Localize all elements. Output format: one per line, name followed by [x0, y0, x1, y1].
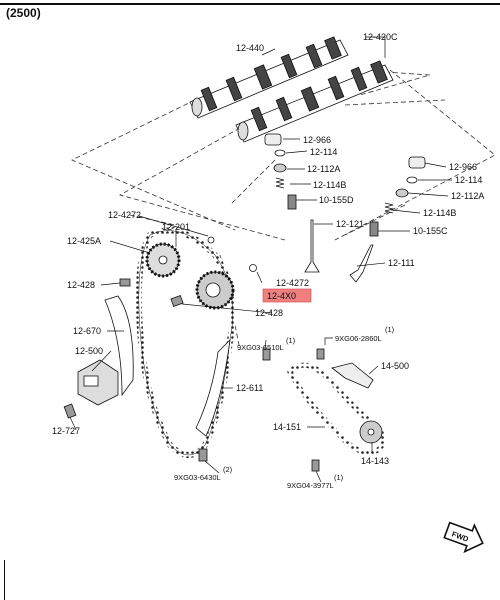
chain-guide-right	[195, 338, 231, 437]
oil-pump-tensioner	[331, 362, 374, 389]
qty-9XG03-6510L: (1)	[286, 336, 296, 345]
valve-spring-icon	[384, 202, 394, 214]
timing-chain-outline	[138, 230, 234, 456]
label-9XG06-2860L: 9XG06-2860L	[335, 334, 382, 343]
label-12-112A-b: 12-112A	[451, 191, 484, 201]
valve-seal-icon	[287, 194, 297, 210]
label-12-111: 12-111	[388, 258, 415, 268]
label-12-611: 12-611	[236, 383, 263, 393]
label-12-966-b: 12-966	[449, 162, 477, 172]
retainer-icon	[273, 163, 287, 173]
label-12-440: 12-440	[236, 43, 264, 53]
label-12-670: 12-670	[73, 326, 101, 336]
chain-guide-left	[104, 295, 134, 397]
label-12-4X0-highlighted: 12-4X0	[267, 291, 296, 301]
bolt-12-428-b	[170, 295, 184, 307]
forward-direction-icon: FWD	[443, 521, 484, 554]
label-10-155D: 10-155D	[319, 195, 354, 205]
label-12-114B-a: 12-114B	[313, 180, 346, 190]
label-12-112A-a: 12-112A	[307, 164, 340, 174]
label-12-121: 12-121	[336, 219, 364, 229]
oil-pump-sprocket	[359, 420, 383, 444]
valve-train-left	[264, 133, 320, 273]
shim-icon	[406, 176, 418, 184]
leader-lines	[69, 36, 452, 483]
label-12-114-a: 12-114	[310, 147, 337, 157]
engine-variant-header: (2500)	[6, 6, 41, 20]
label-12-727: 12-727	[52, 426, 80, 436]
bolt-12-428-a	[119, 278, 131, 287]
exhaust-valve-icon	[349, 244, 374, 283]
camshaft-sprocket	[145, 242, 181, 278]
bolt-12-727	[63, 403, 77, 419]
bolt-9XG03-6510L	[262, 348, 271, 361]
label-12-4272-b: 12-4272	[276, 278, 309, 288]
label-12-114B-b: 12-114B	[423, 208, 456, 218]
label-14-143: 14-143	[361, 456, 389, 466]
label-9XG03-6510L: 9XG03-6510L	[237, 343, 284, 352]
left-edge-mark	[4, 560, 5, 600]
label-12-500: 12-500	[75, 346, 103, 356]
label-12-201: 12-201	[162, 222, 190, 232]
bolt-9XG03-6430L	[198, 448, 208, 462]
retainer-icon	[395, 188, 409, 198]
highlighted-part-box	[262, 288, 312, 303]
intake-valve-icon	[304, 219, 320, 273]
tappet-icon	[264, 133, 282, 146]
oil-pump-chain	[286, 362, 386, 455]
label-14-500: 14-500	[381, 361, 409, 371]
label-9XG03-6430L: 9XG03-6430L	[174, 473, 221, 482]
label-12-114-b: 12-114	[455, 175, 482, 185]
exhaust-camshaft	[235, 60, 394, 143]
qty-9XG04-3977L: (1)	[334, 473, 344, 482]
label-12-4272-a: 12-4272	[108, 210, 141, 220]
label-12-428-a: 12-428	[67, 280, 95, 290]
label-14-151: 14-151	[273, 422, 301, 432]
label-12-420C: 12-420C	[363, 32, 398, 42]
shim-icon	[274, 149, 286, 157]
valve-seal-icon	[369, 221, 379, 237]
bolt-9XG04-3977L	[311, 459, 320, 472]
label-12-966-a: 12-966	[303, 135, 331, 145]
washer-12-4272	[207, 236, 257, 272]
intake-camshaft	[189, 36, 349, 119]
label-12-428-b: 12-428	[255, 308, 283, 318]
bolt-9XG06-2860L	[316, 348, 325, 360]
qty-9XG06-2860L: (1)	[385, 325, 395, 334]
tappet-icon	[408, 156, 426, 169]
valve-spring-icon	[275, 177, 285, 189]
valve-train-right	[349, 156, 426, 283]
label-12-425A: 12-425A	[67, 236, 101, 246]
label-10-155C: 10-155C	[413, 226, 448, 236]
variable-valve-timing-actuator	[195, 270, 235, 310]
qty-9XG03-6430L: (2)	[223, 465, 233, 474]
top-border	[0, 3, 500, 5]
chain-tensioner	[77, 359, 119, 406]
label-9XG04-3977L: 9XG04-3977L	[287, 481, 334, 490]
